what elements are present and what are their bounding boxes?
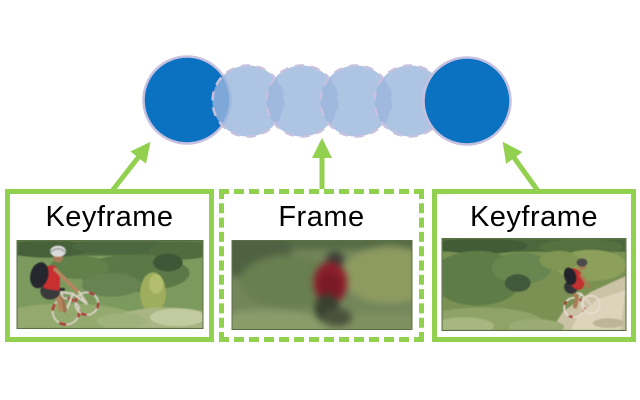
keyframe-box-left: Keyframe [5, 189, 214, 342]
cyclist [563, 258, 591, 309]
grass [17, 303, 202, 328]
keyframe-node-right [422, 56, 512, 146]
keyframe-label-left: Keyframe [45, 201, 174, 233]
bushes [442, 249, 626, 306]
frame-sequence [142, 55, 512, 146]
keyframe-label-right: Keyframe [469, 201, 599, 233]
cyclist [29, 245, 79, 313]
keyframe-photo-left [16, 240, 203, 329]
keyframe-box-right: Keyframe [432, 189, 636, 342]
frame-label: Frame [278, 201, 365, 233]
helmet [49, 245, 66, 257]
frame-photo-blurred [231, 240, 412, 330]
keyframe-photo-right [441, 238, 627, 331]
blurred-cyclist [313, 251, 352, 327]
helmet [576, 258, 588, 267]
frame-box: Frame [219, 189, 424, 342]
grass [442, 307, 565, 330]
bicycle [50, 287, 99, 326]
arrows [110, 138, 541, 193]
arrow-to-right-keyframe [502, 141, 541, 193]
bushes [48, 253, 190, 314]
arrow-to-left-keyframe [110, 141, 151, 193]
